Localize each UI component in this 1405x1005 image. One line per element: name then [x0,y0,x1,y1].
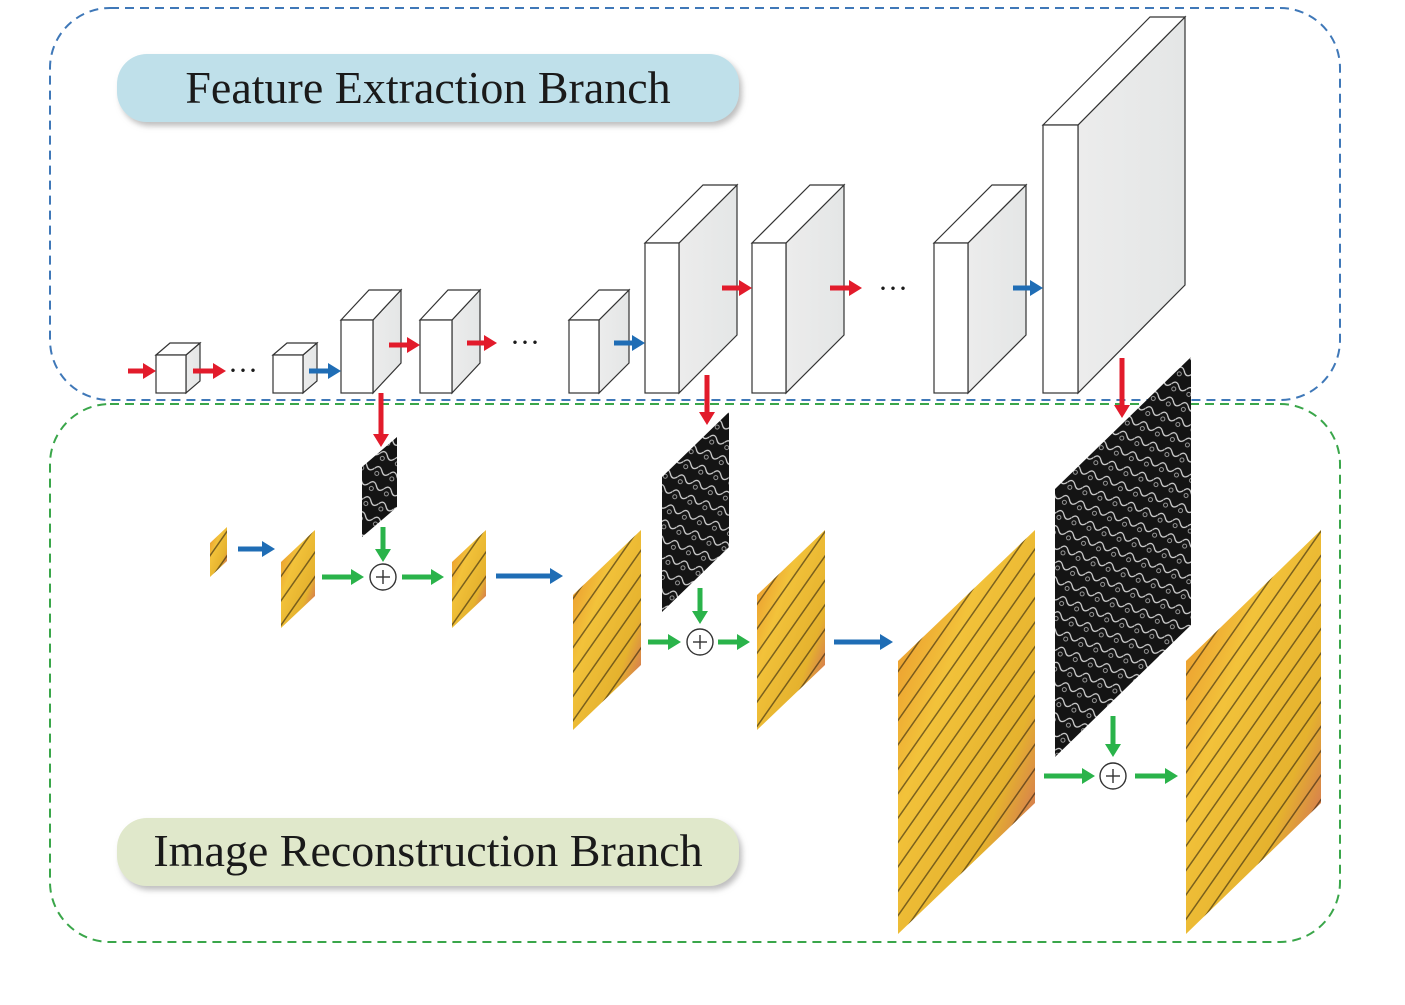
ellipsis-2: ··· [510,326,540,359]
arrow-green-down-3 [1105,716,1121,757]
arrow-red-down-2 [699,375,715,425]
feature-map-8 [932,183,1028,395]
arrow-red-down-1 [373,393,389,447]
arrow-green-down-2 [692,588,708,624]
arrow-green-4 [718,634,750,650]
arrow-blue-1 [309,363,341,379]
upsampled-image-2 [573,530,641,730]
ellipsis-1: ··· [228,354,258,387]
reconstruction-images [210,357,1321,934]
edge-map-3 [1055,357,1191,757]
upsampled-image-3 [898,530,1035,934]
arrow-green-5 [1044,768,1095,784]
arrow-green-2 [402,569,444,585]
arrow-red-2 [193,363,226,379]
sum-nodes [369,563,1127,790]
feature-extraction-region [49,7,1341,401]
feature-map-3 [339,288,403,395]
arrow-green-6 [1135,768,1178,784]
arrow-blue-5 [496,568,563,584]
arrow-red-1 [128,363,156,379]
arrow-red-down-3 [1114,358,1130,418]
lr-input-thumbnail [210,527,227,577]
feature-map-stack [154,15,1187,395]
arrow-red-6 [830,280,862,296]
circle-plus-icon [686,628,714,656]
arrows [128,280,1178,784]
residual-sum-image-2 [757,530,825,730]
circle-plus-icon [1099,762,1127,790]
edge-map-2 [662,412,729,612]
feature-map-6 [643,183,739,395]
feature-extraction-title: Feature Extraction Branch [185,62,670,113]
arrow-blue-6 [834,634,893,650]
upsampled-image-1 [281,530,315,628]
feature-map-2 [271,341,319,395]
image-reconstruction-title: Image Reconstruction Branch [153,825,702,876]
ellipsis-3: ··· [878,272,908,305]
final-sr-image [1186,530,1321,934]
arrow-red-4 [467,335,497,351]
arrow-green-1 [322,569,364,585]
arrow-green-3 [648,634,681,650]
circle-plus-icon [369,563,397,591]
image-reconstruction-label: Image Reconstruction Branch [117,818,739,886]
feature-map-7 [750,183,846,395]
arrow-red-3 [389,337,420,353]
feature-map-4 [418,288,482,395]
feature-map-9 [1041,15,1187,395]
residual-sum-image-1 [452,530,486,628]
arrow-blue-4 [238,541,275,557]
feature-extraction-label: Feature Extraction Branch [117,54,739,122]
arrow-red-5 [722,280,752,296]
arrow-blue-3 [1013,280,1043,296]
feature-map-1 [154,341,202,395]
image-reconstruction-region [49,403,1341,943]
arrow-blue-2 [614,335,645,351]
edge-map-1 [362,437,397,537]
arrow-green-down-1 [375,527,391,562]
